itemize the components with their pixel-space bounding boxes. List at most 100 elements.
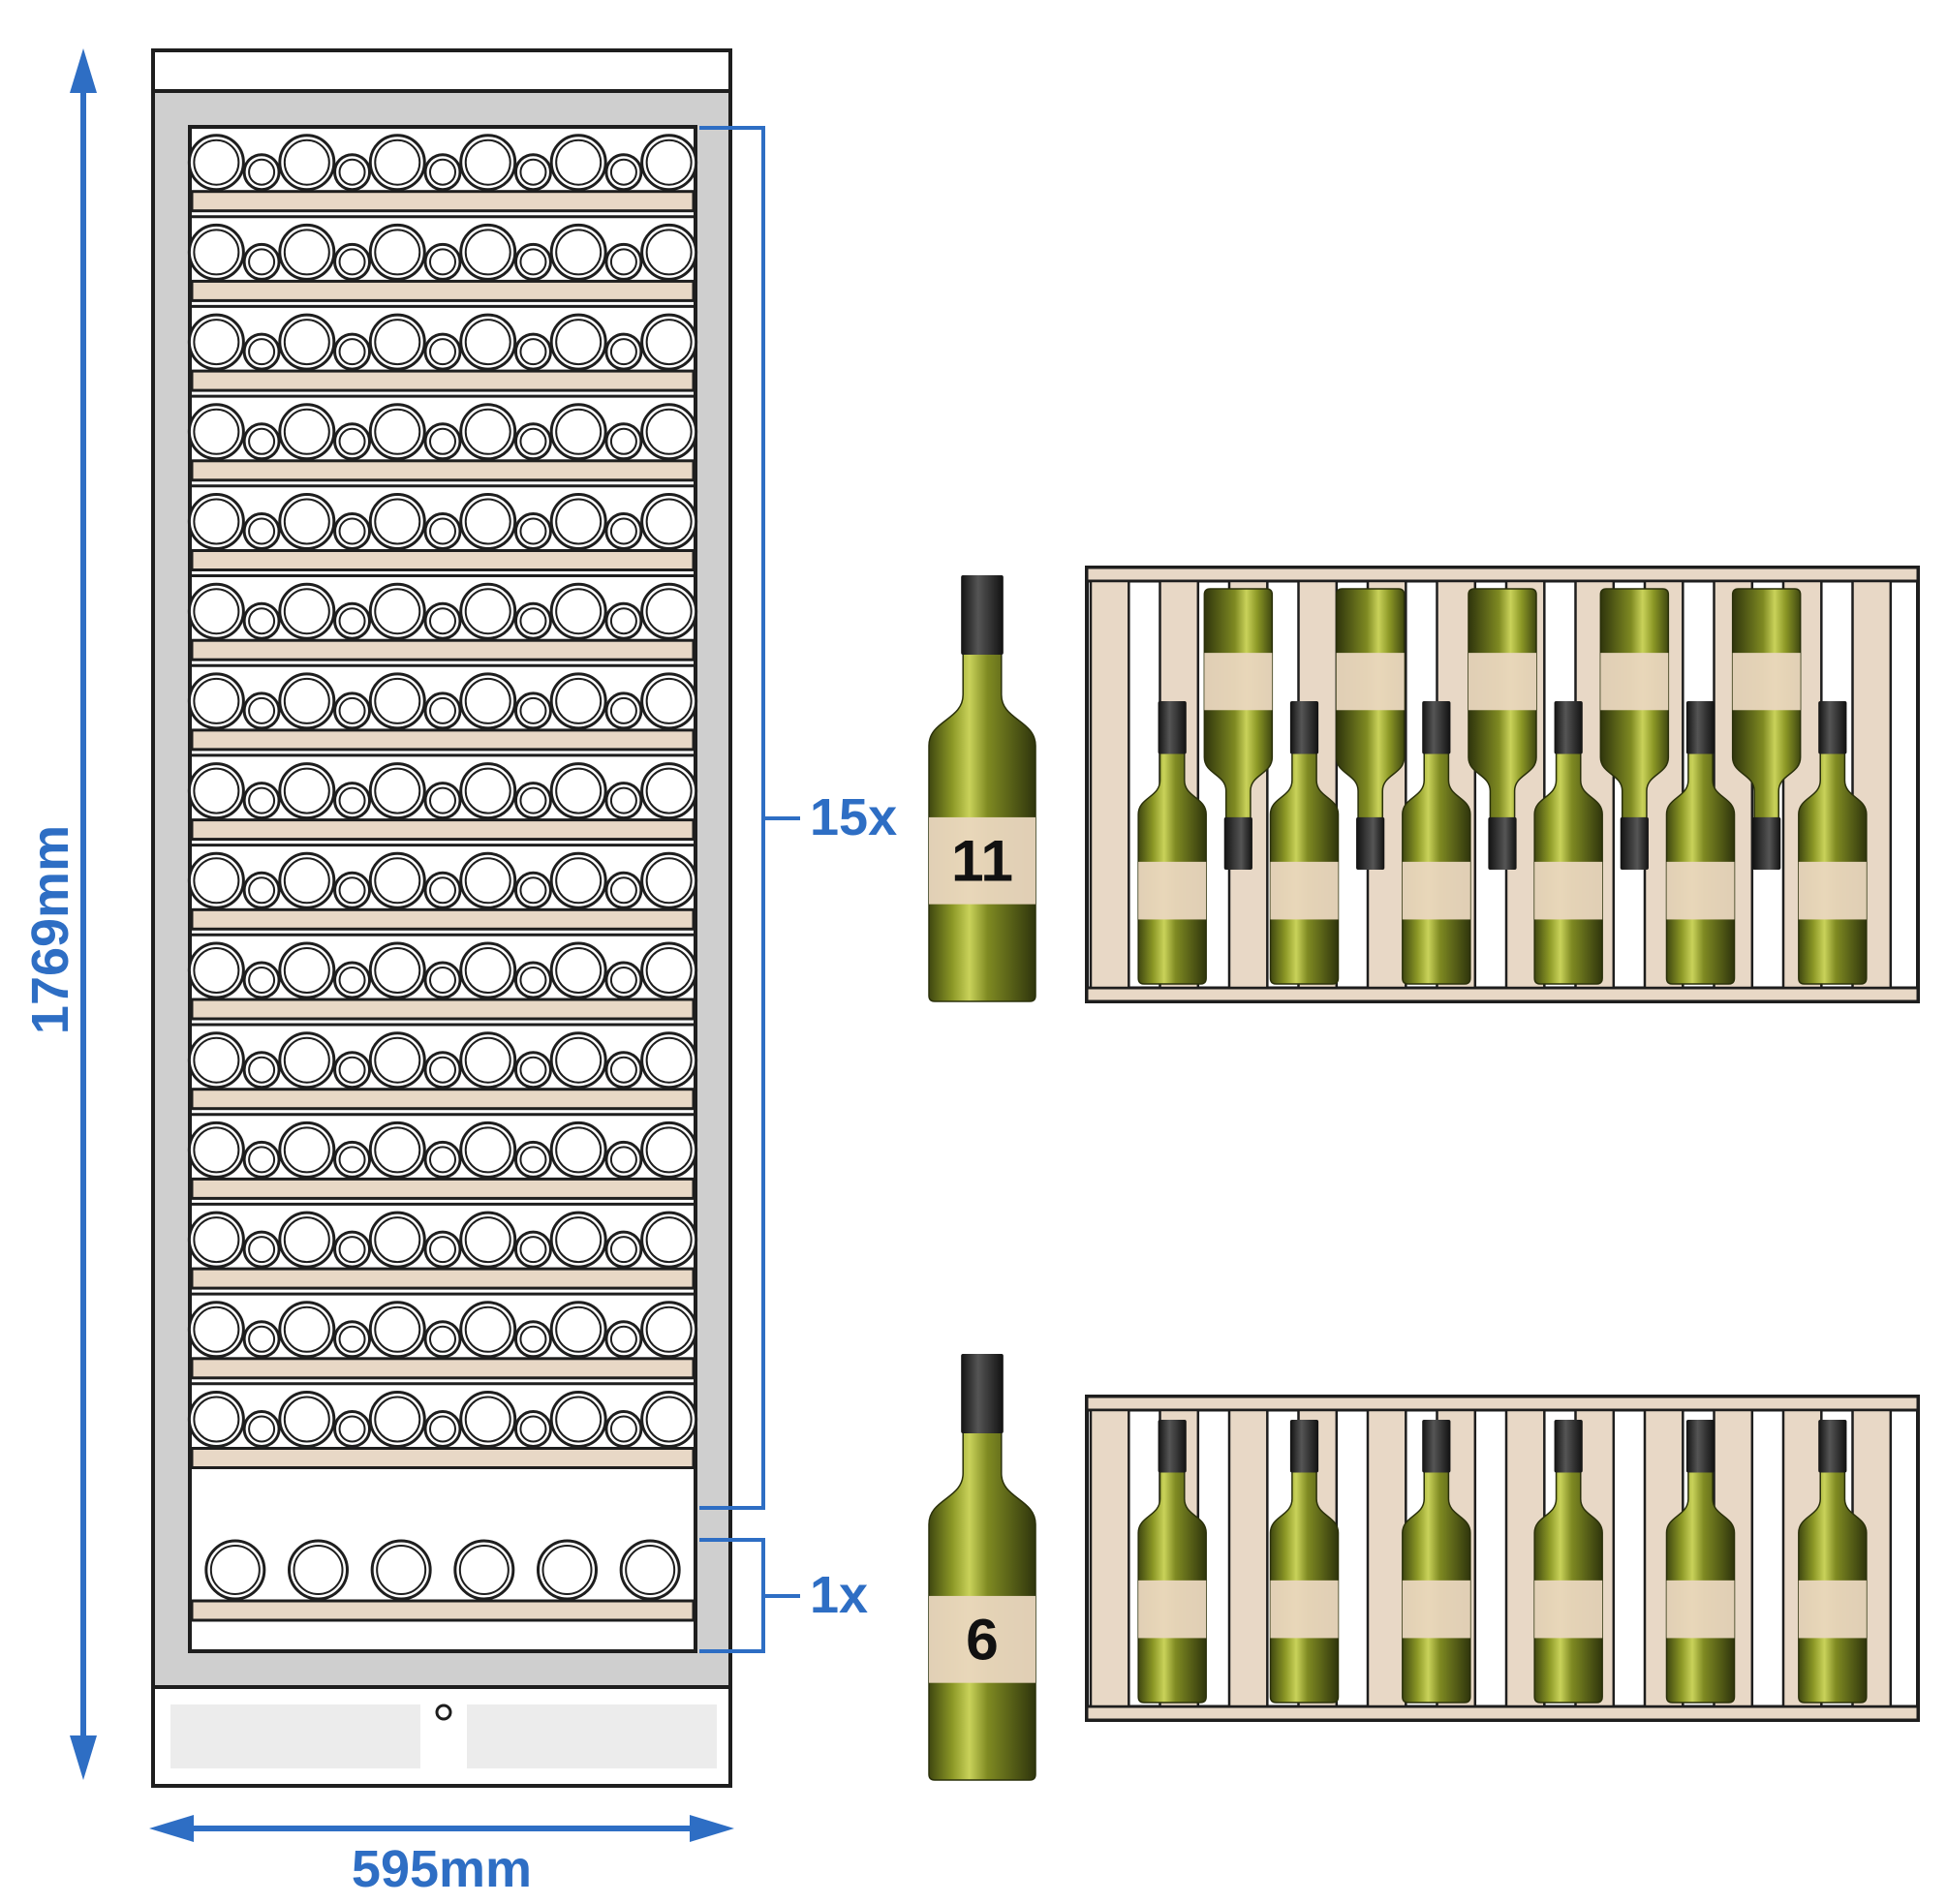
upper-shelf: [187, 762, 698, 842]
bottle-end-ring: [248, 786, 276, 814]
bottle-end: [187, 1121, 245, 1179]
bottle-end: [640, 762, 698, 820]
bottle-end-ring: [609, 696, 637, 724]
bottle-end: [640, 941, 698, 999]
bottle-end-ring: [338, 1236, 366, 1264]
bottle-end-ring: [429, 786, 456, 814]
bottle-end-ring: [609, 427, 637, 455]
upper-shelf: [187, 223, 698, 302]
bottle-end-ring: [248, 1146, 276, 1174]
bottle-end: [278, 313, 336, 371]
bottle-end-ring: [374, 947, 421, 994]
bottle-end: [368, 672, 426, 730]
bottle-end-ring: [555, 408, 603, 455]
bottle-label: [1270, 861, 1339, 920]
bottle-end: [549, 851, 607, 909]
bottle-end-ring: [609, 1146, 637, 1174]
bottle-end: [640, 1301, 698, 1359]
bottle-end-ring: [519, 967, 547, 994]
bottle-end-ring: [645, 138, 693, 186]
bottle-end-ring: [193, 588, 240, 635]
bottle-label: [929, 1595, 1035, 1683]
bottle-label: [929, 816, 1035, 905]
bottle-end-ring: [193, 498, 240, 545]
bottle-end-ring: [555, 857, 603, 905]
bottle-end-ring: [374, 1305, 421, 1353]
bottle-end-ring: [464, 1305, 511, 1353]
bottle-end-ring: [429, 158, 456, 186]
shelf-view-top-rail: [1085, 566, 1920, 583]
bottle-end-ring: [193, 138, 240, 186]
shelf-detail-11-bottles: [1085, 566, 1920, 1003]
shelf-board: [190, 818, 695, 842]
wine-bottle: [1665, 701, 1736, 985]
bottle-end-ring: [429, 1236, 456, 1264]
bottle-end: [640, 1211, 698, 1269]
bottle-end: [549, 403, 607, 461]
bottle-end-ring: [193, 947, 240, 994]
bottle-end: [459, 134, 517, 192]
bottle-end: [459, 313, 517, 371]
bottle-end: [640, 403, 698, 461]
shelf-board: [190, 1357, 695, 1380]
bottle-end: [640, 313, 698, 371]
bottle-end-ring: [193, 1305, 240, 1353]
bottle-capsule: [961, 575, 1004, 656]
shelf-board: [190, 549, 695, 571]
bottle-end-ring: [464, 767, 511, 814]
bottle-end-ring: [625, 1545, 676, 1595]
bottle-end-ring: [555, 947, 603, 994]
bottle-end: [278, 134, 336, 192]
bottle-label: [1336, 653, 1405, 711]
bottle-end-ring: [283, 857, 330, 905]
bottle-end-ring: [193, 677, 240, 724]
bottle-end-ring: [248, 248, 276, 276]
shelf-board: [190, 998, 695, 1021]
bottle-end: [619, 1539, 681, 1601]
shelf-view-bottom-rail: [1085, 1704, 1920, 1722]
bottle-end: [640, 851, 698, 909]
bottle-end-ring: [555, 588, 603, 635]
bottle-end-ring: [645, 1126, 693, 1174]
bottle-end-ring: [248, 427, 276, 455]
bottle-end: [187, 941, 245, 999]
bottle-end-ring: [374, 229, 421, 276]
bottle-end: [187, 762, 245, 820]
shelf-view-top-rail: [1085, 1395, 1920, 1412]
height-label: 1769mm: [21, 825, 79, 1034]
bottle-end-ring: [541, 1545, 593, 1595]
bottle-end: [549, 1391, 607, 1448]
bottle-end-ring: [193, 319, 240, 366]
height-arrow-bottom: [70, 1735, 97, 1780]
bottle-end: [549, 672, 607, 730]
bottle-end: [278, 1121, 336, 1179]
bottle-capsule: [1422, 1420, 1451, 1473]
bottle-end-ring: [283, 1036, 330, 1084]
shelf-board: [190, 907, 695, 931]
bottle-capsule: [1158, 1420, 1187, 1473]
bottle-end-ring: [645, 1036, 693, 1084]
bottle-end-ring: [193, 1216, 240, 1264]
bottle-end: [278, 672, 336, 730]
shelf-board: [190, 459, 695, 482]
bottle-end-ring: [283, 1396, 330, 1443]
bottle-end-ring: [464, 1126, 511, 1174]
upper-shelf: [187, 582, 698, 661]
bottle-end: [640, 493, 698, 550]
bottle-end-ring: [338, 158, 366, 186]
bottle-end-ring: [645, 588, 693, 635]
upper-shelf: [187, 1121, 698, 1200]
upper-shelf: [187, 493, 698, 571]
bottle-label: [1402, 861, 1470, 920]
bottle-count-text: 6: [966, 1607, 999, 1673]
bottle-end-ring: [609, 158, 637, 186]
shelf-board: [190, 728, 695, 752]
bottle-end-ring: [519, 1236, 547, 1264]
bottle-end: [459, 493, 517, 550]
wine-bottle: [1533, 1420, 1603, 1704]
bottle-end-ring: [609, 1056, 637, 1084]
bottle-end-ring: [193, 1396, 240, 1443]
bottle-label: [1798, 861, 1867, 920]
